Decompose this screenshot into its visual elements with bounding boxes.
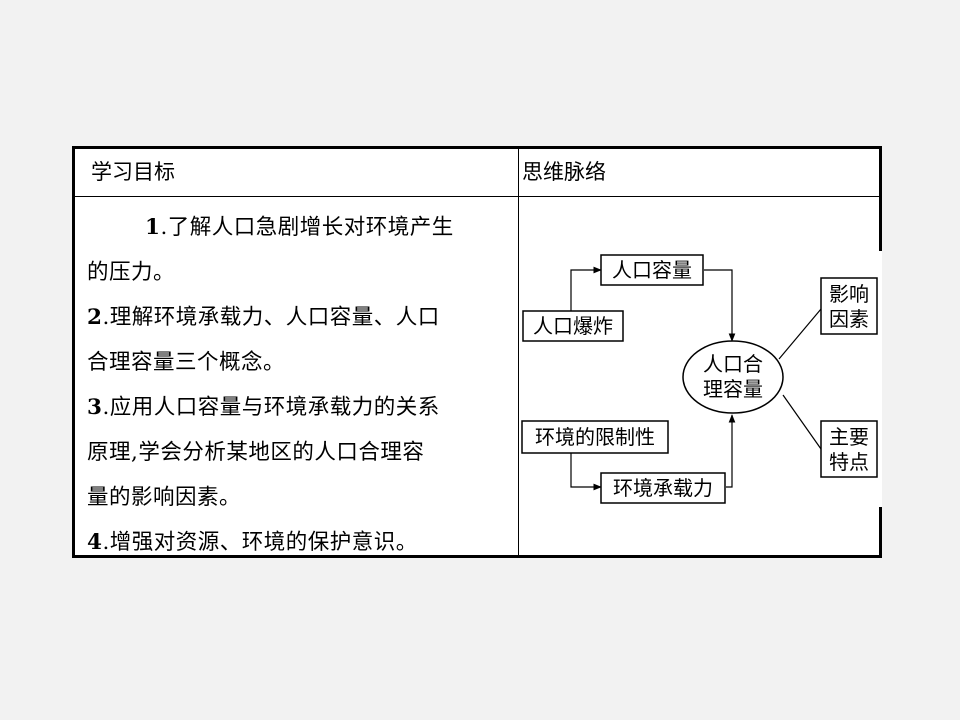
objective-2-line-1: 2.理解环境承载力、人口容量、人口 [87,295,507,340]
node-renkou-baozha: 人口爆炸 [533,314,613,338]
node-renkou-rongliang: 人口容量 [612,258,692,282]
node-yingxiang-line-1: 影响 [829,282,869,306]
objective-3-line-3: 量的影响因素。 [87,485,242,510]
node-box-huanjing-xianzhi [521,420,669,454]
connector-rongliang-to-center [704,269,736,342]
node-tedian-line-2: 特点 [829,450,869,474]
objective-4-line-1: 4.增强对资源、环境的保护意识。 [87,520,507,565]
objective-1-line-1: 1.了解人口急剧增长对环境产生 [87,205,507,250]
mind-map-diagram: 人口容量 人口爆炸 人口合 理容量 影响 因素 环境的限制性 环境承载力 主要 … [521,251,882,507]
header-mind-map: 思维脉络 [522,160,606,184]
node-yingxiang-line-2: 因素 [829,307,869,331]
mind-map-svg: 人口容量 人口爆炸 人口合 理容量 影响 因素 环境的限制性 环境承载力 主要 … [521,254,878,504]
node-huanjing-xianzhi: 环境的限制性 [535,425,655,449]
objective-number: 3 [87,395,103,420]
objective-3-line-2: 原理,学会分析某地区的人口合理容 [87,440,425,465]
node-box-renkou-rongliang [600,254,704,286]
objective-2-line-2: 合理容量三个概念。 [87,350,286,375]
header-learning-objectives: 学习目标 [91,160,175,184]
node-box-huanjing-chengzai [600,472,726,504]
node-huanjing-chengzai: 环境承载力 [613,476,713,500]
objective-text: .增强对资源、环境的保护意识。 [102,530,418,555]
objective-1-line-2: 的压力。 [87,260,176,285]
node-box-yingxiang [820,277,878,335]
node-box-tedian [820,420,878,478]
objective-number: 2 [87,305,103,330]
objective-text: .了解人口急剧增长对环境产生 [160,215,454,240]
objective-3-line-1: 3.应用人口容量与环境承载力的关系 [87,385,507,430]
connector-baozha-to-rongliang [570,266,602,311]
objective-number: 1 [145,215,161,240]
node-center-line-1: 人口合 [703,352,763,376]
connector-center-to-tedian [782,394,822,450]
node-box-renkou-baozha [522,310,624,342]
objective-text: .理解环境承载力、人口容量、人口 [102,305,440,330]
objective-text: .应用人口容量与环境承载力的关系 [102,395,440,420]
objectives-list: 1.了解人口急剧增长对环境产生 的压力。 2.理解环境承载力、人口容量、人口 合… [87,205,507,565]
connector-chengzai-to-center [726,414,736,488]
objective-number: 4 [87,530,103,555]
column-divider [518,149,519,555]
node-ellipse-center [682,340,784,414]
node-tedian-line-1: 主要 [829,425,869,449]
connector-xianzhi-to-chengzai [570,453,602,491]
content-table: 学习目标 思维脉络 1.了解人口急剧增长对环境产生 的压力。 2.理解环境承载力… [72,146,882,558]
node-center-line-2: 理容量 [703,377,763,401]
connector-center-to-yingxiang [778,308,822,360]
header-divider [75,196,879,197]
